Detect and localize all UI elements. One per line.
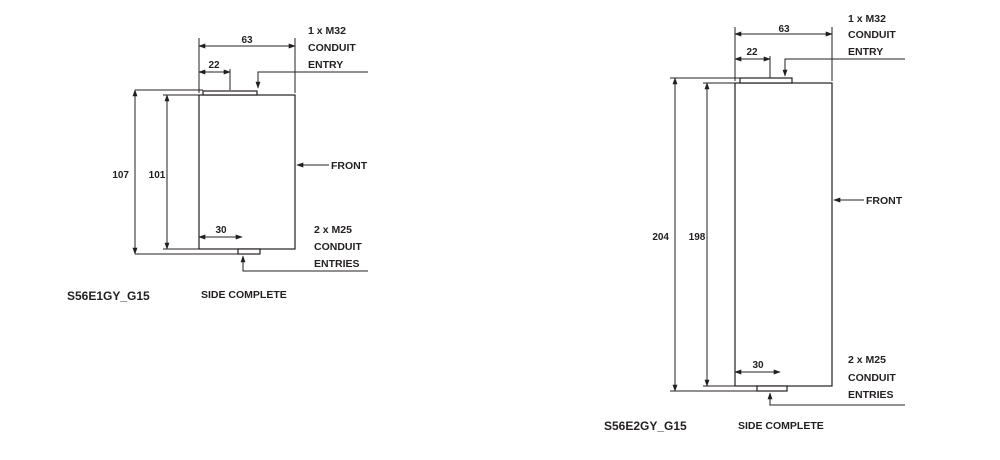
body-height-dimension: 101 — [149, 94, 199, 250]
front-callout: FRONT — [833, 195, 903, 207]
front-label: FRONT — [331, 160, 368, 172]
top-callout-line-3: ENTRY — [848, 46, 883, 58]
model-title: S56E2GY_G15 — [604, 419, 687, 433]
bottom-callout-line-1: 2 x M25 — [848, 354, 886, 366]
top-conduit-callout: 1 x M32 CONDUIT ENTRY — [782, 13, 905, 77]
bottom-offset-value: 30 — [752, 360, 764, 371]
top-callout-line-1: 1 x M32 — [848, 13, 886, 25]
body-height-dimension: 198 — [689, 82, 735, 387]
bottom-callout-line-2: CONDUIT — [848, 372, 896, 384]
top-conduit-boss — [739, 77, 793, 84]
bottom-conduit-callout: 2 x M25 CONDUIT ENTRIES — [767, 354, 905, 406]
bottom-offset-dimension: 30 — [734, 360, 781, 375]
top-callout-line-2: CONDUIT — [308, 42, 356, 54]
top-offset-dimension: 22 — [198, 60, 231, 90]
bottom-callout-line-1: 2 x M25 — [314, 224, 352, 236]
top-callout-line-1: 1 x M32 — [308, 25, 346, 37]
bottom-conduit-boss — [756, 385, 788, 392]
top-callout-line-3: ENTRY — [308, 59, 343, 71]
model-title: S56E1GY_G15 — [67, 289, 150, 303]
bottom-callout-line-3: ENTRIES — [848, 389, 894, 401]
view-label: SIDE COMPLETE — [738, 420, 824, 432]
width-value: 63 — [241, 35, 253, 46]
front-callout: FRONT — [296, 160, 368, 172]
bottom-callout-line-2: CONDUIT — [314, 241, 362, 253]
enclosure-body — [734, 82, 833, 387]
bottom-offset-dimension: 30 — [198, 225, 243, 240]
top-conduit-boss — [202, 90, 258, 96]
width-dimension: 63 — [198, 35, 296, 93]
overall-height-dimension: 107 — [112, 89, 238, 255]
top-offset-dimension: 22 — [734, 47, 771, 78]
enclosure-view-small: 63 22 1 x M32 CONDUIT ENTRY 107 101 — [67, 25, 368, 303]
top-conduit-callout: 1 x M32 CONDUIT ENTRY — [255, 25, 368, 89]
bottom-callout-line-3: ENTRIES — [314, 258, 360, 270]
bottom-offset-value: 30 — [215, 225, 227, 236]
overall-height-dimension: 204 — [652, 77, 757, 392]
body-height-value: 198 — [689, 232, 706, 243]
overall-height-value: 204 — [652, 232, 669, 243]
enclosure-body — [198, 94, 296, 250]
body-height-value: 101 — [149, 170, 166, 181]
bottom-conduit-callout: 2 x M25 CONDUIT ENTRIES — [240, 224, 368, 272]
width-value: 63 — [778, 24, 790, 35]
top-callout-line-2: CONDUIT — [848, 29, 896, 41]
front-label: FRONT — [866, 195, 903, 207]
overall-height-value: 107 — [112, 170, 129, 181]
enclosure-view-tall: 63 22 1 x M32 CONDUIT ENTRY 204 198 — [604, 13, 905, 433]
width-dimension: 63 — [734, 24, 833, 81]
bottom-conduit-boss — [237, 248, 261, 255]
top-offset-value: 22 — [746, 47, 758, 58]
top-offset-value: 22 — [208, 60, 220, 71]
view-label: SIDE COMPLETE — [201, 289, 287, 301]
